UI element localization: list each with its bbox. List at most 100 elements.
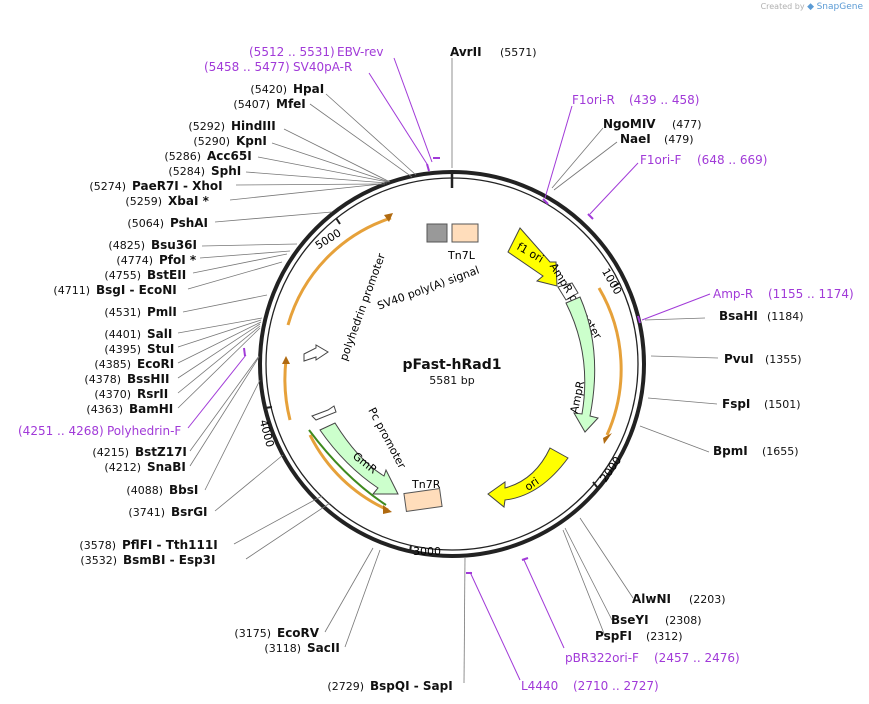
- enzyme-kpni[interactable]: KpnI: [236, 134, 267, 148]
- feature-ori[interactable]: [487, 447, 569, 508]
- enzyme-pfoi[interactable]: PfoI *: [159, 253, 197, 267]
- enzyme-bpmi[interactable]: BpmI: [713, 444, 748, 458]
- enzyme-pmli[interactable]: PmlI: [147, 305, 177, 319]
- enzyme-sali[interactable]: SalI: [147, 327, 172, 341]
- enzyme-mfei[interactable]: MfeI: [276, 97, 306, 111]
- primer-pbr322ori-f[interactable]: pBR322ori-F: [565, 651, 639, 665]
- enzyme-pspfi[interactable]: PspFI: [595, 629, 632, 643]
- enzyme-bsteii[interactable]: BstEII: [147, 268, 186, 282]
- primer-f1ori-f-range: (648 .. 669): [697, 153, 767, 167]
- primer-pbr322ori-f-range: (2457 .. 2476): [654, 651, 740, 665]
- enzyme-hindiii[interactable]: HindIII: [231, 119, 276, 133]
- snapgene-credit: Created by ◆ SnapGene: [761, 2, 863, 12]
- enzyme-sphi[interactable]: SphI: [211, 164, 241, 178]
- enzyme-bsrgi[interactable]: BsrGI: [171, 505, 208, 519]
- enzyme-pvui-pos: (1355): [765, 353, 802, 366]
- feature-ampr-promoter[interactable]: [557, 282, 579, 301]
- enzyme-bsgi-econi[interactable]: BsgI - EcoNI: [96, 283, 177, 297]
- enzyme-bamhi[interactable]: BamHI: [129, 402, 173, 416]
- credit-brand: SnapGene: [816, 2, 863, 12]
- enzyme-ngomiv[interactable]: NgoMIV: [603, 117, 656, 131]
- enzyme-pspfi-pos: (2312): [646, 630, 683, 643]
- feature-sv40-polya[interactable]: [426, 223, 448, 243]
- enzyme-bseyi[interactable]: BseYI: [611, 613, 649, 627]
- primer-amp-r-range: (1155 .. 1174): [768, 287, 854, 301]
- enzyme-bstz17i[interactable]: BstZ17I: [135, 445, 187, 459]
- enzyme-naei-pos: (479): [664, 133, 694, 146]
- enzyme-acc65i[interactable]: Acc65I: [207, 149, 252, 163]
- enzyme-xbai-pos: (5259): [125, 195, 162, 208]
- primer-ebv-rev[interactable]: EBV-rev: [337, 45, 383, 59]
- enzyme-bstz17i-pos: (4215): [92, 446, 129, 459]
- primer-l4440-range: (2710 .. 2727): [573, 679, 659, 693]
- enzyme-bsu36i-pos: (4825): [108, 239, 145, 252]
- feature-polyhedrin-promoter[interactable]: [303, 344, 329, 362]
- enzyme-bsmbi-pos: (3532): [80, 554, 117, 567]
- enzyme-bsmbi-esp3i[interactable]: BsmBI - Esp3I: [123, 553, 215, 567]
- primer-f1ori-r[interactable]: F1ori-R: [572, 93, 615, 107]
- feature-label-sv40-polya: SV40 poly(A) signal: [376, 264, 481, 313]
- enzyme-pvui[interactable]: PvuI: [724, 352, 754, 366]
- enzyme-pshai[interactable]: PshAI: [170, 216, 208, 230]
- enzyme-hpai[interactable]: HpaI: [293, 82, 324, 96]
- enzyme-bbsi[interactable]: BbsI: [169, 483, 198, 497]
- enzyme-paer7i-xhoi[interactable]: PaeR7I - XhoI: [132, 179, 223, 193]
- credit-prefix: Created by: [760, 2, 805, 11]
- ruler-label-3000: 3000: [413, 545, 441, 558]
- primer-amp-r[interactable]: Amp-R: [713, 287, 753, 301]
- enzyme-snabi-pos: (4212): [104, 461, 141, 474]
- enzyme-pshai-pos: (5064): [127, 217, 164, 230]
- left-enzyme-list: (5420) HpaI (5407) MfeI (5292) HindIII (…: [53, 82, 452, 693]
- enzyme-sacii-pos: (3118): [264, 642, 301, 655]
- primer-polyhedrin-f[interactable]: Polyhedrin-F: [107, 424, 181, 438]
- enzyme-alwni[interactable]: AlwNI: [632, 592, 671, 606]
- enzyme-hindiii-pos: (5292): [188, 120, 225, 133]
- enzyme-hpai-pos: (5420): [250, 83, 287, 96]
- enzyme-bbsi-pos: (4088): [126, 484, 163, 497]
- enzyme-naei[interactable]: NaeI: [620, 132, 651, 146]
- enzyme-bsrgi-pos: (3741): [128, 506, 165, 519]
- primer-f1ori-r-range: (439 .. 458): [629, 93, 699, 107]
- primer-polyhedrin-f-range: (4251 .. 4268): [18, 424, 104, 438]
- ruler-tick-2000: [592, 481, 598, 488]
- enzyme-bamhi-pos: (4363): [86, 403, 123, 416]
- enzyme-avrii[interactable]: AvrII: [450, 45, 482, 59]
- enzyme-bseyi-pos: (2308): [665, 614, 702, 627]
- primer-l4440[interactable]: L4440: [521, 679, 558, 693]
- feature-pc-promoter[interactable]: [311, 405, 337, 421]
- primer-f1ori-f[interactable]: F1ori-F: [640, 153, 681, 167]
- feature-tn7r[interactable]: [403, 488, 443, 512]
- primer-sv40pa-r[interactable]: SV40pA-R: [293, 60, 352, 74]
- enzyme-bspqi-sapi[interactable]: BspQI - SapI: [370, 679, 453, 693]
- enzyme-bsshii[interactable]: BssHII: [127, 372, 169, 386]
- enzyme-stui[interactable]: StuI: [147, 342, 174, 356]
- enzyme-sphi-pos: (5284): [168, 165, 205, 178]
- primer-mark-polyhedrin-f: [243, 347, 246, 357]
- enzyme-pflfi-tth111i[interactable]: PflFI - Tth111I: [122, 538, 218, 552]
- enzyme-ecori[interactable]: EcoRI: [137, 357, 174, 371]
- enzyme-bspqi-pos: (2729): [327, 680, 364, 693]
- ruler-tick-1000: [613, 282, 621, 287]
- arc-arrowhead-right: [603, 433, 612, 444]
- ruler-tick-3000: [409, 544, 412, 553]
- enzyme-stui-pos: (4395): [104, 343, 141, 356]
- enzyme-sali-pos: (4401): [104, 328, 141, 341]
- primer-mark-f1ori-f: [587, 213, 594, 220]
- enzyme-snabi[interactable]: SnaBI: [147, 460, 186, 474]
- enzyme-bsu36i[interactable]: Bsu36I: [151, 238, 197, 252]
- enzyme-bsahi[interactable]: BsaHI: [719, 309, 758, 323]
- enzyme-rsrii[interactable]: RsrII: [137, 387, 168, 401]
- enzyme-kpni-pos: (5290): [193, 135, 230, 148]
- feature-ampr[interactable]: [565, 296, 599, 433]
- enzyme-ecorv[interactable]: EcoRV: [277, 626, 320, 640]
- enzyme-sacii[interactable]: SacII: [307, 641, 340, 655]
- primer-sv40pa-r-range: (5458 .. 5477): [204, 60, 290, 74]
- enzyme-xbai[interactable]: XbaI *: [168, 194, 210, 208]
- feature-label-tn7r: Tn7R: [411, 478, 441, 491]
- enzyme-ngomiv-pos: (477): [672, 118, 702, 131]
- enzyme-fspi[interactable]: FspI: [722, 397, 750, 411]
- feature-gmr[interactable]: [319, 422, 399, 495]
- gmr-strand-line: [308, 429, 387, 506]
- feature-tn7l[interactable]: [451, 223, 479, 243]
- feature-f1-ori[interactable]: [507, 227, 558, 287]
